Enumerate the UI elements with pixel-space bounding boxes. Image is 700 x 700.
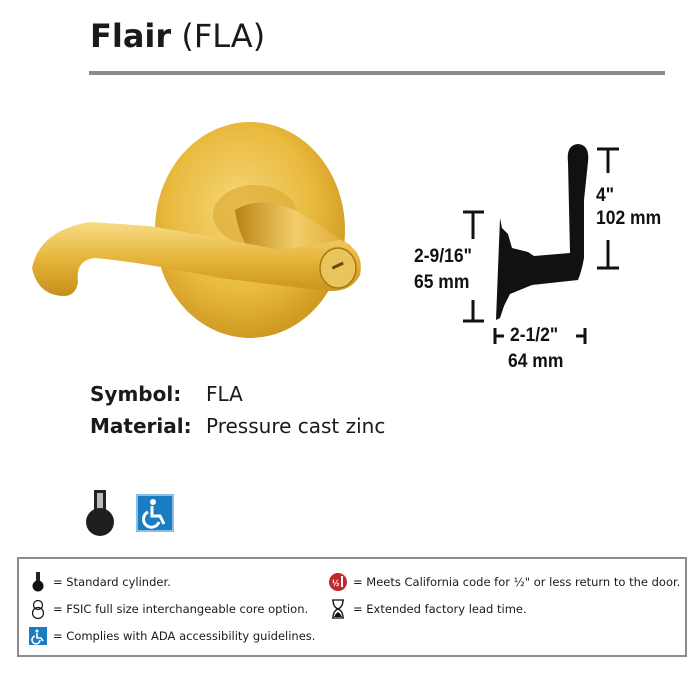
page-title: Flair (FLA) bbox=[90, 14, 265, 58]
legend-text: = FSIC full size interchangeable core op… bbox=[53, 602, 309, 616]
lever-handle bbox=[32, 222, 361, 296]
fsic-core-icon bbox=[31, 599, 45, 619]
lever-length-mm: 102 mm bbox=[596, 208, 662, 229]
rose-diameter-in: 2-9/16" bbox=[414, 246, 472, 267]
california-half-inch-icon: ½ bbox=[329, 573, 347, 591]
legend-item-ada: = Complies with ADA accessibility guidel… bbox=[29, 626, 315, 646]
dim-bracket-height bbox=[463, 210, 484, 323]
legend-text: = Complies with ADA accessibility guidel… bbox=[53, 629, 316, 643]
lever-length-in: 4" bbox=[596, 185, 615, 206]
symbol-spec: Symbol: FLA bbox=[90, 380, 243, 408]
title-divider bbox=[89, 71, 665, 75]
legend-text: = Standard cylinder. bbox=[53, 575, 171, 589]
material-label: Material: bbox=[90, 414, 192, 438]
svg-text:½: ½ bbox=[332, 578, 340, 588]
dim-bracket-lever bbox=[597, 147, 619, 270]
product-name: Flair bbox=[90, 17, 172, 55]
rose-diameter-mm: 65 mm bbox=[414, 272, 470, 293]
dim-bracket-projection bbox=[493, 328, 587, 344]
legend-text: = Meets California code for ½" or less r… bbox=[353, 575, 681, 589]
legend-item-fsic: = FSIC full size interchangeable core op… bbox=[29, 599, 308, 619]
symbol-value: FLA bbox=[206, 382, 243, 406]
product-code: (FLA) bbox=[181, 17, 266, 55]
ada-accessibility-icon bbox=[134, 492, 176, 534]
dimension-drawing bbox=[463, 144, 619, 344]
legend-text: = Extended factory lead time. bbox=[353, 602, 527, 616]
standard-cylinder-icon bbox=[32, 572, 44, 592]
keyway bbox=[319, 247, 357, 289]
projection-mm: 64 mm bbox=[508, 351, 564, 372]
lever-profile bbox=[496, 144, 589, 320]
symbol-label: Symbol: bbox=[90, 382, 182, 406]
material-value: Pressure cast zinc bbox=[206, 414, 386, 438]
legend-item-california: ½ = Meets California code for ½" or less… bbox=[329, 572, 680, 592]
material-spec: Material: Pressure cast zinc bbox=[90, 412, 385, 440]
legend-item-lead-time: = Extended factory lead time. bbox=[329, 599, 527, 619]
legend-box: = Standard cylinder. = FSIC full size in… bbox=[17, 557, 687, 657]
hourglass-icon bbox=[332, 599, 344, 619]
projection-in: 2-1/2" bbox=[510, 325, 559, 346]
standard-cylinder-icon bbox=[86, 490, 114, 536]
legend-item-standard-cylinder: = Standard cylinder. bbox=[29, 572, 171, 592]
product-image bbox=[32, 122, 361, 338]
ada-accessibility-icon bbox=[29, 627, 47, 645]
